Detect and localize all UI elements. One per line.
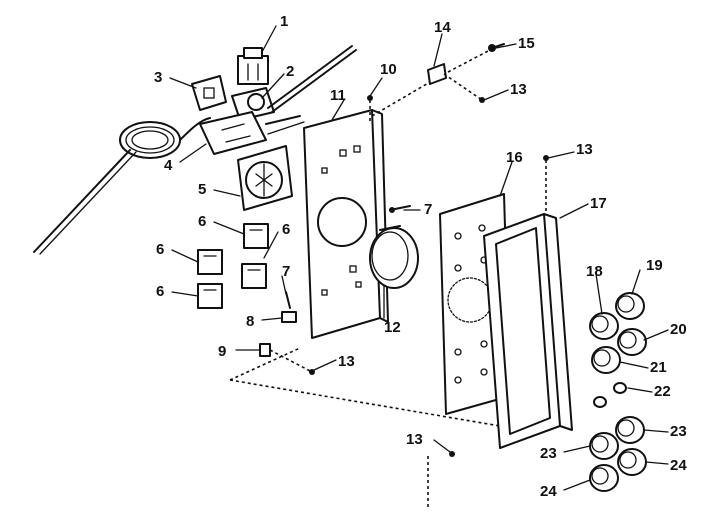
part-4-bracket [199, 111, 305, 155]
callout-23-b: 23 [540, 445, 557, 462]
part-1-switch [237, 47, 269, 85]
callout-24-b: 24 [540, 483, 557, 500]
part-6-switch-a [243, 223, 269, 249]
callout-9: 9 [218, 343, 226, 360]
part-14-bracket [427, 63, 447, 85]
callout-22: 22 [654, 383, 671, 400]
callout-15: 15 [518, 35, 535, 52]
assembly-lines [229, 49, 547, 510]
capillary-coil [33, 117, 211, 255]
callout-11: 11 [330, 87, 346, 104]
callout-6-b: 6 [282, 221, 290, 238]
part-3-thermostat [191, 75, 227, 111]
part-22-spacer [593, 382, 627, 408]
callout-6-c: 6 [156, 241, 164, 258]
callout-12: 12 [384, 319, 401, 336]
leader-lines [169, 25, 669, 491]
part-6-switch-c [197, 249, 223, 275]
callout-13-a: 13 [338, 353, 355, 370]
part-17-frame [483, 213, 573, 449]
knob-21 [591, 346, 621, 374]
callout-13-b: 13 [510, 81, 527, 98]
callout-18: 18 [586, 263, 603, 280]
callout-1: 1 [280, 13, 288, 30]
screw-10 [367, 95, 373, 101]
callout-3: 3 [154, 69, 162, 86]
screw-13-upper-right [543, 155, 549, 161]
callout-19: 19 [646, 257, 663, 274]
callout-6-d: 6 [156, 283, 164, 300]
callout-20: 20 [670, 321, 687, 338]
callout-6-a: 6 [198, 213, 206, 230]
knob-20 [617, 328, 647, 356]
callout-23-a: 23 [670, 423, 687, 440]
callout-4: 4 [164, 157, 173, 174]
part-7-screw-lower [285, 291, 291, 309]
knob-18 [589, 312, 619, 340]
callout-7-a: 7 [424, 201, 432, 218]
callout-13-d: 13 [406, 431, 423, 448]
callout-24-a: 24 [670, 457, 687, 474]
callout-16: 16 [506, 149, 523, 166]
part-5-timer [237, 145, 293, 211]
callout-2: 2 [286, 63, 294, 80]
knob-23b [589, 432, 619, 460]
callout-8: 8 [246, 313, 254, 330]
part-8-clip [281, 311, 297, 323]
callout-7-b: 7 [282, 263, 290, 280]
part-15-screw [488, 43, 505, 52]
part-11-mounting-plate [303, 109, 389, 339]
part-7-screw-upper [389, 205, 411, 213]
screw-13-left [309, 369, 315, 375]
knob-24b [589, 464, 619, 492]
part-6-switch-d [197, 283, 223, 309]
knob-19 [615, 292, 645, 320]
knob-24a [617, 448, 647, 476]
callout-14: 14 [434, 19, 451, 36]
screw-13-bottom [449, 451, 455, 457]
part-9-nut [259, 343, 271, 357]
knob-23a [615, 416, 645, 444]
part-6-switch-b [241, 263, 267, 289]
callout-21: 21 [650, 359, 667, 376]
callout-5: 5 [198, 181, 206, 198]
callout-10: 10 [380, 61, 397, 78]
callout-13-c: 13 [576, 141, 593, 158]
callout-17: 17 [590, 195, 607, 212]
part-12-collar [369, 225, 419, 289]
